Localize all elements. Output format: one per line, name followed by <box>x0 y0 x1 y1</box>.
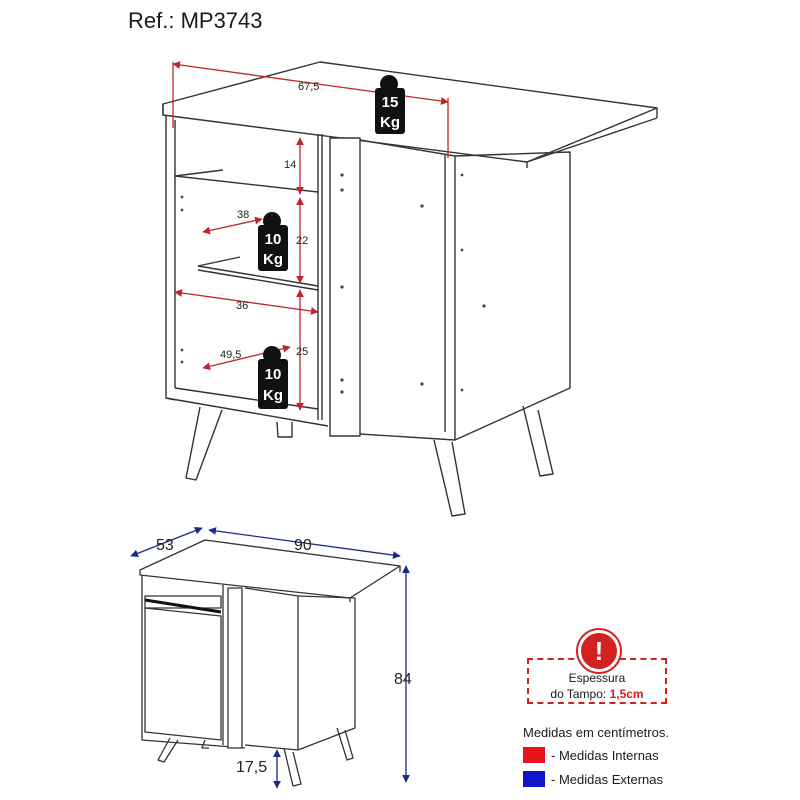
exclamation-icon: ! <box>578 630 620 672</box>
dim-depth: 53 <box>156 537 174 554</box>
blue-swatch <box>523 771 545 787</box>
dim-inner-width: 36 <box>236 300 248 312</box>
svg-text:Kg: Kg <box>263 251 283 268</box>
svg-text:15: 15 <box>382 94 399 111</box>
legend-title: Medidas em centímetros. <box>523 725 669 740</box>
legend-item-external: - Medidas Externas <box>523 770 669 788</box>
cabinet-large-view <box>162 61 658 517</box>
dim-bottom-height: 25 <box>296 346 308 358</box>
weight-icon-top: 15 Kg <box>375 75 405 134</box>
warning-line2: do Tampo: <box>550 687 607 701</box>
hardware-dots <box>180 173 486 394</box>
dim-width: 90 <box>294 537 312 554</box>
reference-title: Ref.: MP3743 <box>128 8 263 33</box>
svg-text:Kg: Kg <box>263 387 283 404</box>
legend-item-internal: - Medidas Internas <box>523 746 669 764</box>
cabinet-small-view <box>139 539 401 787</box>
svg-text:10: 10 <box>265 231 282 248</box>
svg-text:Kg: Kg <box>380 114 400 131</box>
dim-upper-height: 14 <box>284 159 296 171</box>
external-dimensions <box>130 526 410 789</box>
svg-text:10: 10 <box>265 366 282 383</box>
warning-value: 1,5cm <box>609 687 644 701</box>
dim-shelf-height: 22 <box>296 235 308 247</box>
red-swatch <box>523 747 545 763</box>
legend: Medidas em centímetros. - Medidas Intern… <box>523 725 669 788</box>
weight-icon-shelf: 10 Kg <box>258 212 288 271</box>
dim-leg-height: 17,5 <box>236 759 267 776</box>
dim-shelf-depth: 38 <box>237 209 249 221</box>
warning-line1: Espessura <box>568 671 626 685</box>
weight-icon-bottom: 10 Kg <box>258 346 288 409</box>
dim-top-width: 67,5 <box>298 81 319 93</box>
dim-bottom-depth: 49,5 <box>220 349 241 361</box>
dim-height: 84 <box>394 671 412 688</box>
